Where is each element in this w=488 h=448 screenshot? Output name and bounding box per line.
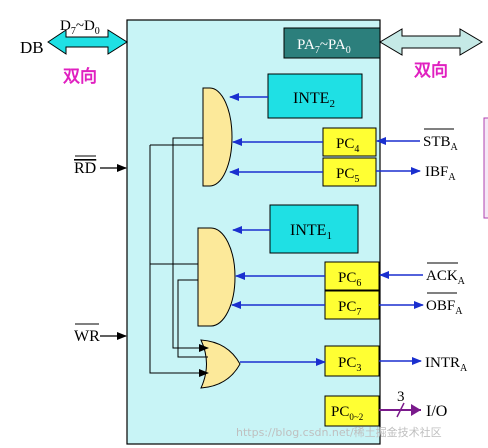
or-gate [200,339,241,389]
io-arrowhead [411,404,421,416]
intr-label: INTRA [425,355,468,374]
inte2-label: INTE2 [293,90,335,110]
and-gate-lower [197,227,236,327]
inte1-box [269,204,359,254]
io-label: I/O [426,403,447,420]
obf-label: OBFA [426,298,463,317]
pc3-label: PC3 [338,355,361,374]
inte2-box [267,73,363,119]
pc7-label: PC7 [338,299,361,318]
stb-label: STBA [423,134,459,153]
pa-direction-label: 双向 [414,60,448,81]
pc5-label: PC5 [336,166,359,185]
pc02-label: PC0~2 [331,404,363,422]
pa-bus-arrow [379,28,483,56]
edge-fragment [483,117,488,219]
pc4-label: PC4 [336,136,359,155]
db-label: DB [20,38,44,57]
db-bus-arrow [47,29,128,55]
rd-label: RD [74,160,96,177]
port-a-label: PA7~PA0 [297,37,351,56]
port-a-box [283,27,381,59]
pc6-label: PC6 [338,270,361,289]
io-bus-slash [396,402,405,418]
ack-label: ACKA [426,268,466,287]
wire-bus-rail [149,145,209,377]
wire-lower-gate-or [177,279,208,358]
and-gate-upper [202,87,233,187]
wr-label: WR [74,328,100,345]
pc3-box [324,345,380,377]
watermark-text: https://blog.csdn.net/稀土掘金技术社区 [236,425,442,439]
db-bus-width-label: D7~D0 [60,18,100,37]
pc7-box [324,290,380,320]
ibf-label: IBFA [425,164,456,183]
db-direction-label: 双向 [63,66,97,87]
io-width-label: 3 [397,389,405,405]
inte1-label: INTE1 [290,222,332,242]
wire-upper-gate-or [172,137,209,352]
